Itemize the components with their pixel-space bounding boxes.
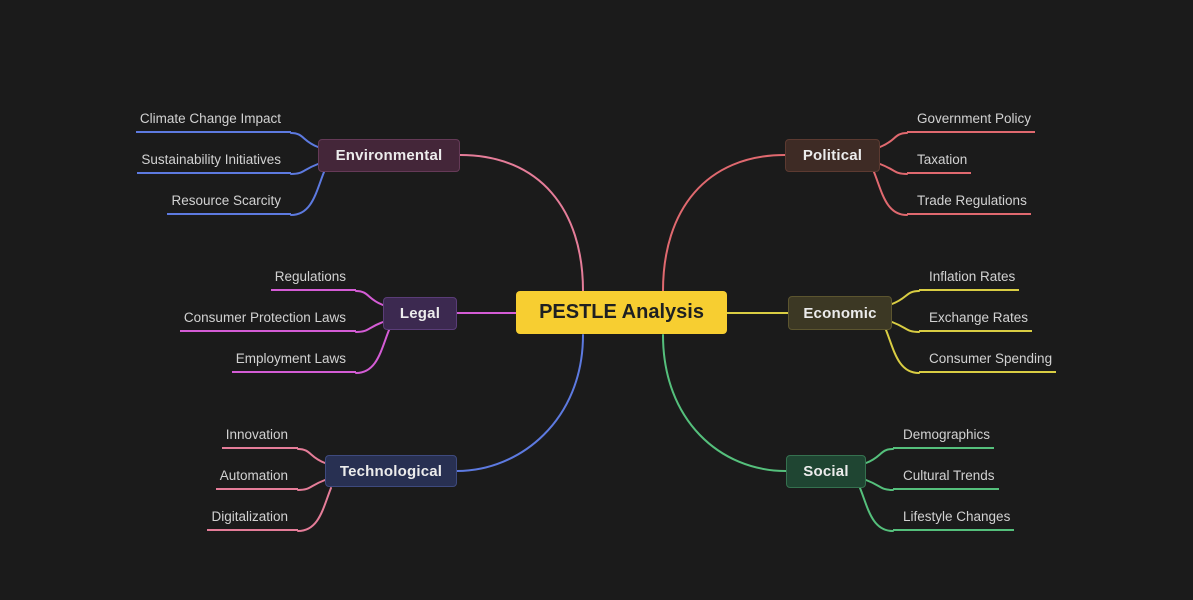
leaf-innovation[interactable]: Innovation xyxy=(221,427,298,449)
political-leaf-connector-2 xyxy=(879,163,908,175)
leaf-lifestyle-changes[interactable]: Lifestyle Changes xyxy=(893,509,1015,531)
technological-branch-link xyxy=(456,334,584,472)
leaf-exchange-rates[interactable]: Exchange Rates xyxy=(919,310,1033,332)
legal-leaf-connector-3 xyxy=(355,329,390,374)
legal-leaf-connector-2 xyxy=(355,321,384,333)
leaf-regulations[interactable]: Regulations xyxy=(270,269,356,291)
leaf-digitalization[interactable]: Digitalization xyxy=(207,509,298,531)
branch-node-environmental[interactable]: Environmental xyxy=(318,139,460,172)
leaf-sustainability-initiatives[interactable]: Sustainability Initiatives xyxy=(137,152,291,174)
social-branch-link xyxy=(662,334,787,472)
leaf-cultural-trends[interactable]: Cultural Trends xyxy=(893,468,999,490)
technological-leaf-connector-1 xyxy=(297,448,326,464)
leaf-demographics[interactable]: Demographics xyxy=(893,427,995,449)
leaf-inflation-rates[interactable]: Inflation Rates xyxy=(919,269,1020,291)
branch-node-technological[interactable]: Technological xyxy=(325,455,457,487)
political-branch-link xyxy=(662,154,786,292)
economic-leaf-connector-1 xyxy=(891,290,920,305)
leaf-taxation[interactable]: Taxation xyxy=(907,152,972,174)
environmental-leaf-connector-2 xyxy=(290,163,319,175)
economic-leaf-connector-3 xyxy=(885,329,920,374)
branch-node-legal[interactable]: Legal xyxy=(383,297,457,330)
environmental-branch-link xyxy=(459,154,584,292)
branch-node-economic[interactable]: Economic xyxy=(788,296,892,330)
root-node-pestle-analysis[interactable]: PESTLE Analysis xyxy=(516,291,727,334)
technological-leaf-connector-2 xyxy=(297,479,326,491)
leaf-trade-regulations[interactable]: Trade Regulations xyxy=(907,193,1031,215)
leaf-resource-scarcity[interactable]: Resource Scarcity xyxy=(167,193,291,215)
leaf-consumer-spending[interactable]: Consumer Spending xyxy=(919,351,1057,373)
leaf-government-policy[interactable]: Government Policy xyxy=(907,111,1036,133)
technological-leaf-connector-3 xyxy=(297,487,332,532)
branch-node-social[interactable]: Social xyxy=(786,455,866,488)
economic-leaf-connector-2 xyxy=(891,321,920,333)
leaf-climate-change-impact[interactable]: Climate Change Impact xyxy=(135,111,291,133)
political-leaf-connector-3 xyxy=(873,171,908,216)
social-leaf-connector-2 xyxy=(865,479,894,491)
legal-leaf-connector-1 xyxy=(355,290,384,306)
political-leaf-connector-1 xyxy=(879,132,908,148)
environmental-leaf-connector-1 xyxy=(290,132,319,148)
environmental-leaf-connector-3 xyxy=(290,171,325,216)
leaf-automation[interactable]: Automation xyxy=(215,468,298,490)
leaf-employment-laws[interactable]: Employment Laws xyxy=(231,351,356,373)
leaf-consumer-protection-laws[interactable]: Consumer Protection Laws xyxy=(179,310,356,332)
social-leaf-connector-3 xyxy=(859,487,894,532)
branch-node-political[interactable]: Political xyxy=(785,139,880,172)
social-leaf-connector-1 xyxy=(865,448,894,464)
